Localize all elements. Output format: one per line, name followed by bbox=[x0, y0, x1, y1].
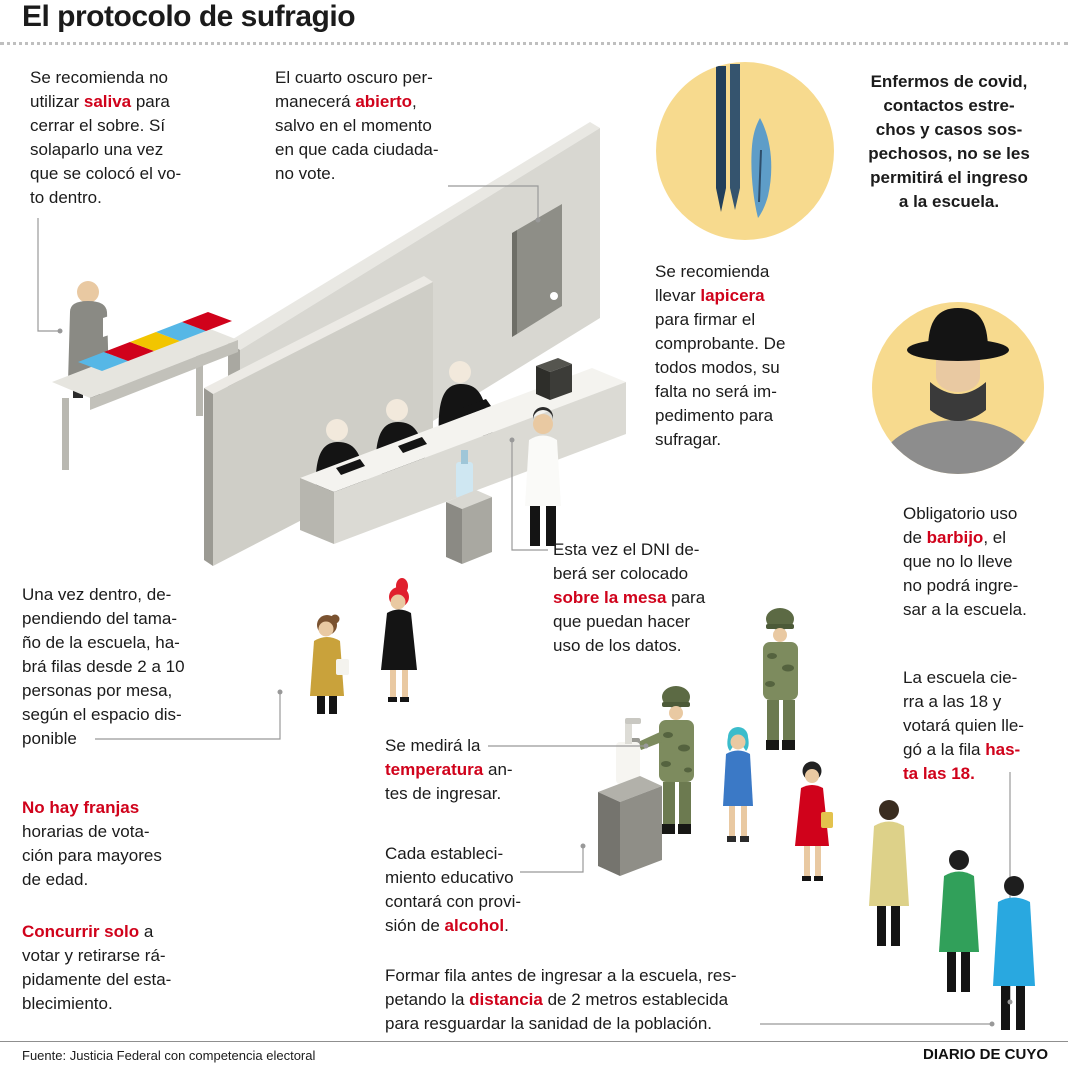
note-dni: Esta vez el DNI de- berá ser colocado so… bbox=[553, 538, 733, 658]
soldier-thermometer bbox=[629, 686, 694, 834]
note-covid-cases-text: Enfermos de covid, contactos estre- chos… bbox=[868, 72, 1030, 211]
note-go-alone: Concurrir solo a votar y retirarse rá- p… bbox=[22, 920, 222, 1016]
yellow-handbag bbox=[821, 812, 833, 828]
note-rows: Una vez dentro, de- pendiendo del tama- … bbox=[22, 583, 222, 751]
sanitizer-on-stand bbox=[446, 450, 492, 564]
note-temperature-pre: Se medirá la bbox=[385, 736, 481, 755]
note-pen-pre: Se recomienda llevar bbox=[655, 262, 770, 305]
note-saliva: Se recomienda no utilizar saliva para ce… bbox=[30, 66, 205, 210]
note-dark-room-pre: El cuarto oscuro per- manecerá bbox=[275, 68, 433, 111]
officials-table bbox=[300, 358, 626, 544]
note-temperature-highlight: temperatura bbox=[385, 760, 484, 779]
man-with-hat-and-face-mask-icon bbox=[872, 302, 1044, 474]
note-school-close-pre: La escuela cie- rra a las 18 y votará qu… bbox=[903, 668, 1024, 759]
note-mask-post: , el que no lo lleve no podrá ingre- sar… bbox=[903, 528, 1027, 619]
note-mask: Obligatorio uso de barbijo, el que no lo… bbox=[903, 502, 1063, 622]
note-queue-distance-highlight: distancia bbox=[469, 990, 543, 1009]
note-alcohol: Cada estableci- miento educativo contará… bbox=[385, 842, 575, 938]
note-pen-post: para firmar el comprobante. De todos mod… bbox=[655, 310, 786, 449]
note-saliva-pre: Se recomienda no utilizar bbox=[30, 68, 168, 111]
note-pen: Se recomienda llevar lapicera para firma… bbox=[655, 260, 825, 452]
note-queue-distance: Formar fila antes de ingresar a la escue… bbox=[385, 964, 805, 1036]
note-no-time-slots-post: horarias de vota- ción para mayores de e… bbox=[22, 822, 162, 889]
note-mask-pre: Obligatorio uso de bbox=[903, 504, 1018, 547]
note-dark-room-post: , salvo en el momento en que cada ciudad… bbox=[275, 92, 439, 183]
official-arm bbox=[398, 437, 427, 453]
note-no-time-slots-highlight: No hay franjas bbox=[22, 798, 140, 817]
note-dark-room-highlight: abierto bbox=[355, 92, 413, 111]
face-mask bbox=[930, 382, 986, 421]
hat-crown bbox=[928, 308, 988, 350]
note-school-close-highlight: has- ta las 18. bbox=[903, 740, 1021, 783]
note-saliva-post: para cerrar el sobre. Sí solaparlo una v… bbox=[30, 92, 182, 207]
front-wall bbox=[204, 276, 433, 566]
footer-divider bbox=[0, 1041, 1068, 1042]
page-title: El protocolo de sufragio bbox=[22, 0, 356, 33]
note-dni-pre: Esta vez el DNI de- berá ser colocado bbox=[553, 540, 700, 583]
entrance-queue-person-yellow bbox=[869, 800, 909, 946]
door-knob bbox=[550, 292, 558, 300]
note-temperature-post: an- tes de ingresar. bbox=[385, 760, 513, 803]
note-no-time-slots: No hay franjas horarias de vota- ción pa… bbox=[22, 796, 212, 892]
ballot-stacks bbox=[78, 312, 232, 371]
envelope bbox=[103, 311, 124, 337]
entrance-queue-person-green bbox=[939, 850, 979, 992]
note-rows-text: Una vez dentro, de- pendiendo del tama- … bbox=[22, 585, 185, 748]
ballot-table bbox=[52, 312, 238, 470]
queue-woman-red-dress bbox=[795, 761, 833, 881]
white-handbag bbox=[336, 659, 349, 675]
queue-woman-mustard bbox=[310, 614, 349, 714]
soldier-arm bbox=[638, 732, 662, 750]
note-go-alone-highlight: Concurrir solo bbox=[22, 922, 140, 941]
note-dni-highlight: sobre la mesa bbox=[553, 588, 667, 607]
connector-dots bbox=[57, 217, 1013, 1027]
pencil-and-pen-icon bbox=[656, 62, 834, 240]
publisher-brand: DIARIO DE CUYO bbox=[922, 1046, 1048, 1063]
ballot-box bbox=[536, 358, 572, 400]
note-dni-post: para que puedan hacer uso de los datos. bbox=[553, 588, 706, 655]
note-alcohol-pre: Cada estableci- miento educativo contará… bbox=[385, 844, 522, 935]
note-pen-highlight: lapicera bbox=[700, 286, 765, 305]
connector-lines bbox=[37, 185, 990, 1025]
note-alcohol-highlight: alcohol bbox=[444, 916, 505, 935]
queue-woman-teal-hair bbox=[723, 727, 753, 842]
official-arm bbox=[462, 399, 491, 415]
note-go-alone-post: a votar y retirarse rá- pidamente del es… bbox=[22, 922, 172, 1013]
source-credit: Fuente: Justicia Federal con competencia… bbox=[22, 1048, 316, 1063]
note-school-close: La escuela cie- rra a las 18 y votará qu… bbox=[903, 666, 1063, 786]
note-queue-distance-post: de 2 metros establecida para resguardar … bbox=[385, 990, 729, 1033]
entrance-queue-person-blue bbox=[993, 876, 1035, 1030]
note-temperature: Se medirá la temperatura an- tes de ingr… bbox=[385, 734, 555, 806]
official-arm bbox=[336, 459, 365, 475]
note-queue-distance-pre: Formar fila antes de ingresar a la escue… bbox=[385, 966, 737, 1009]
alcohol-dispenser-stand bbox=[598, 718, 662, 876]
dotted-divider bbox=[0, 42, 1068, 45]
official-white-coat bbox=[525, 407, 561, 546]
pump-nozzle bbox=[625, 718, 641, 724]
note-mask-highlight: barbijo bbox=[926, 528, 984, 547]
soldier-guard bbox=[763, 608, 798, 750]
note-alcohol-post: . bbox=[504, 916, 509, 935]
note-dark-room: El cuarto oscuro per- manecerá abierto, … bbox=[275, 66, 480, 186]
note-saliva-highlight: saliva bbox=[83, 92, 132, 111]
queue-woman-red-hair bbox=[381, 578, 417, 702]
dark-room-door bbox=[512, 204, 562, 337]
note-covid-cases: Enfermos de covid, contactos estre- chos… bbox=[843, 70, 1055, 214]
